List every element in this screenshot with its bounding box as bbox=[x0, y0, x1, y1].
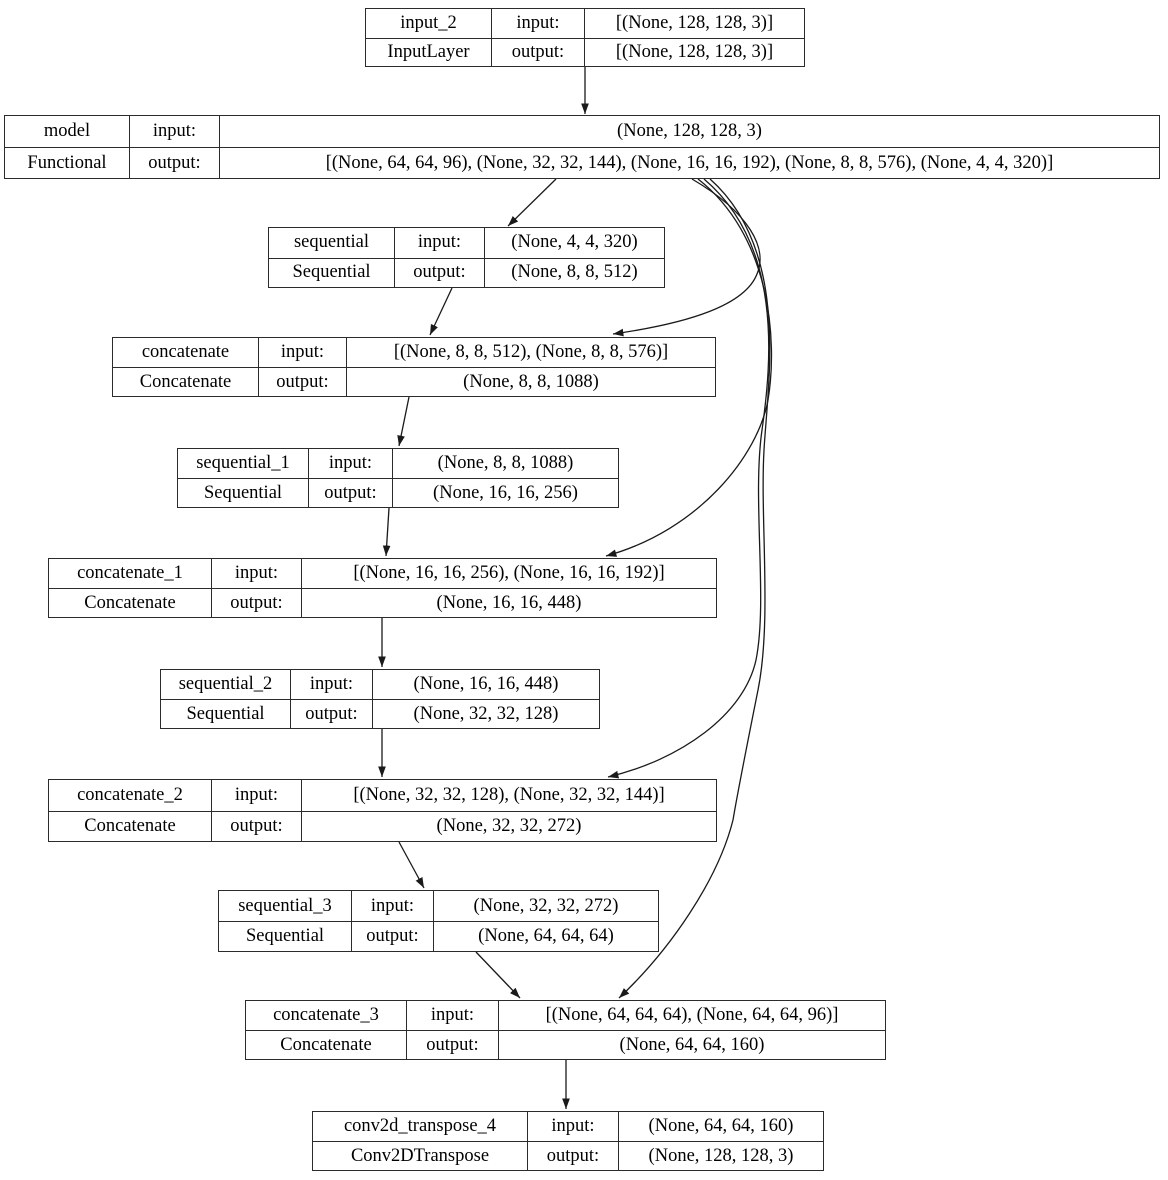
layer-name: concatenate bbox=[141, 342, 230, 362]
input-label: input: bbox=[491, 9, 584, 38]
layer-name: input_2 bbox=[400, 12, 457, 33]
layer-name: sequential_2 bbox=[178, 674, 273, 694]
input-label: input: bbox=[308, 449, 392, 478]
input-label: input: bbox=[211, 780, 301, 811]
node-sequential_3: sequential_3 input:(None, 32, 32, 272) Seq… bbox=[218, 890, 659, 952]
layer-name: sequential bbox=[293, 232, 369, 253]
layer-type: Concatenate bbox=[49, 810, 211, 842]
output-shape: (None, 16, 16, 256) bbox=[392, 478, 618, 507]
input-shape: (None, 128, 128, 3) bbox=[219, 116, 1159, 147]
output-shape: (None, 16, 16, 448) bbox=[301, 588, 716, 617]
input-shape: (None, 4, 4, 320) bbox=[484, 228, 664, 258]
output-label: output: bbox=[491, 37, 584, 66]
input-shape: (None, 16, 16, 448) bbox=[372, 670, 599, 699]
node-model: model input:(None, 128, 128, 3) Functional… bbox=[4, 115, 1160, 179]
layer-type: Functional bbox=[5, 147, 129, 178]
output-label: output: bbox=[351, 921, 433, 951]
layer-type: Sequential bbox=[219, 921, 351, 951]
node-concatenate_2: concatenate_2 input:[(None, 32, 32, 128),… bbox=[48, 779, 717, 842]
node-concatenate_1: concatenate_1 input:[(None, 16, 16, 256),… bbox=[48, 558, 717, 618]
output-label: output: bbox=[406, 1030, 498, 1059]
node-concatenate: concatenate input:[(None, 8, 8, 512), (No… bbox=[112, 337, 716, 397]
output-label: output: bbox=[394, 257, 484, 287]
layer-name: concatenate_2 bbox=[77, 784, 183, 805]
output-shape: (None, 32, 32, 128) bbox=[372, 699, 599, 728]
input-shape: (None, 32, 32, 272) bbox=[433, 891, 658, 921]
layer-name: model bbox=[43, 121, 91, 141]
node-concatenate_3: concatenate_3 input:[(None, 64, 64, 64), … bbox=[245, 1000, 886, 1060]
output-label: output: bbox=[211, 810, 301, 841]
output-label: output: bbox=[129, 147, 219, 178]
output-label: output: bbox=[308, 478, 392, 507]
input-shape: [(None, 8, 8, 512), (None, 8, 8, 576)] bbox=[346, 338, 715, 367]
node-sequential: sequential input:(None, 4, 4, 320) Sequent… bbox=[268, 227, 665, 288]
input-label: input: bbox=[258, 338, 346, 367]
layer-type: Concatenate bbox=[113, 367, 258, 396]
output-shape: (None, 8, 8, 512) bbox=[484, 257, 664, 287]
edge-sequential-to-concatenate bbox=[429, 287, 453, 336]
output-shape: [(None, 64, 64, 96), (None, 32, 32, 144)… bbox=[219, 147, 1159, 178]
input-label: input: bbox=[406, 1001, 498, 1030]
output-shape: (None, 64, 64, 64) bbox=[433, 921, 658, 951]
layer-name: sequential_3 bbox=[238, 895, 332, 916]
input-shape: (None, 64, 64, 160) bbox=[618, 1112, 823, 1141]
layer-type: Sequential bbox=[269, 257, 394, 288]
edge-sequential_3-to-concatenate_3 bbox=[475, 951, 521, 999]
input-shape: [(None, 32, 32, 128), (None, 32, 32, 144… bbox=[301, 780, 716, 811]
edge-concatenate_2-to-sequential_3 bbox=[398, 841, 425, 889]
input-label: input: bbox=[290, 670, 372, 699]
input-shape: (None, 8, 8, 1088) bbox=[392, 449, 618, 478]
output-shape: (None, 128, 128, 3) bbox=[618, 1141, 823, 1170]
layer-type: Concatenate bbox=[246, 1030, 406, 1059]
input-shape: [(None, 64, 64, 64), (None, 64, 64, 96)] bbox=[498, 1001, 885, 1030]
input-label: input: bbox=[129, 116, 219, 147]
output-shape: (None, 64, 64, 160) bbox=[498, 1030, 885, 1059]
input-label: input: bbox=[394, 228, 484, 258]
layer-name: concatenate_3 bbox=[273, 1005, 379, 1025]
node-sequential_1: sequential_1 input:(None, 8, 8, 1088) Sequ… bbox=[177, 448, 619, 508]
input-shape: [(None, 16, 16, 256), (None, 16, 16, 192… bbox=[301, 559, 716, 588]
layer-type: InputLayer bbox=[366, 37, 491, 67]
node-conv2d_transpose_4: conv2d_transpose_4 input:(None, 64, 64, 1… bbox=[312, 1111, 824, 1171]
output-label: output: bbox=[527, 1141, 618, 1170]
edge-model-to-sequential bbox=[507, 178, 557, 227]
layer-type: Sequential bbox=[161, 699, 290, 728]
input-label: input: bbox=[527, 1112, 618, 1141]
input-label: input: bbox=[351, 891, 433, 921]
output-shape: (None, 32, 32, 272) bbox=[301, 810, 716, 841]
output-shape: [(None, 128, 128, 3)] bbox=[584, 37, 804, 66]
layer-type: Concatenate bbox=[49, 588, 211, 617]
layer-name: sequential_1 bbox=[196, 453, 290, 473]
node-input_2: input_2 input:[(None, 128, 128, 3)] InputL… bbox=[365, 8, 805, 67]
layer-name: concatenate_1 bbox=[77, 563, 183, 583]
input-shape: [(None, 128, 128, 3)] bbox=[584, 9, 804, 38]
output-label: output: bbox=[290, 699, 372, 728]
layer-type: Conv2DTranspose bbox=[313, 1141, 527, 1170]
output-label: output: bbox=[258, 367, 346, 396]
output-shape: (None, 8, 8, 1088) bbox=[346, 367, 715, 396]
layer-type: Sequential bbox=[178, 478, 308, 507]
input-label: input: bbox=[211, 559, 301, 588]
output-label: output: bbox=[211, 588, 301, 617]
node-sequential_2: sequential_2 input:(None, 16, 16, 448) Seq… bbox=[160, 669, 600, 729]
layer-name: conv2d_transpose_4 bbox=[343, 1116, 497, 1136]
edge-sequential_1-to-concatenate_1 bbox=[382, 507, 391, 557]
edge-concatenate-to-sequential_1 bbox=[397, 396, 410, 447]
